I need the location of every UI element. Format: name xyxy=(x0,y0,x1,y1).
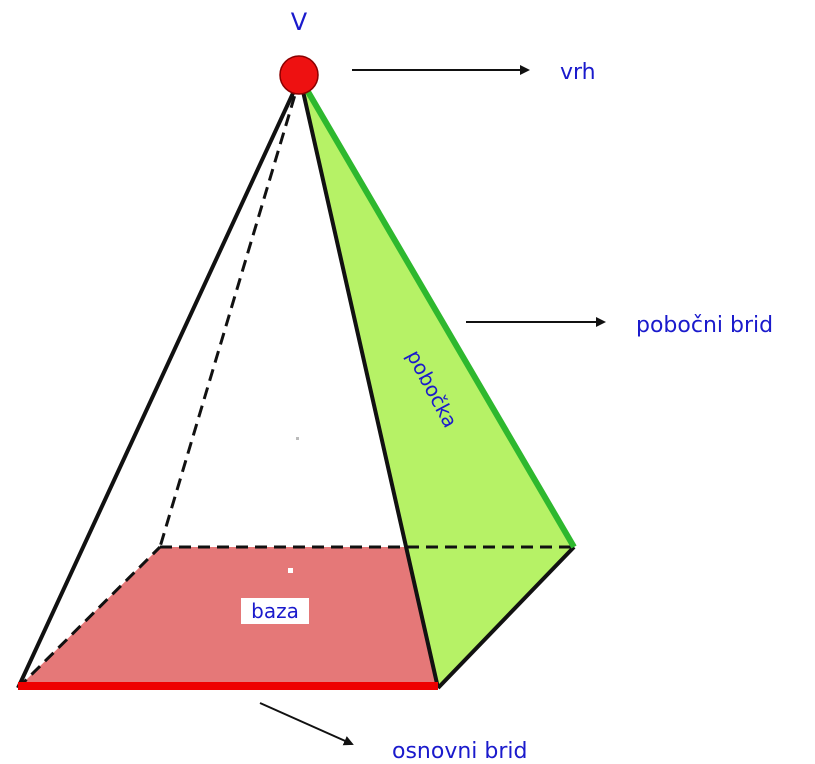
base-face xyxy=(18,547,438,688)
base-edge-label: osnovni brid xyxy=(392,739,527,764)
hidden-edges xyxy=(16,77,574,690)
lateral-edge-highlight xyxy=(297,76,577,549)
vertex-letter: V xyxy=(291,8,308,36)
apex-dot xyxy=(279,55,319,95)
base-label-box xyxy=(241,598,309,624)
edge-front-right-to-right xyxy=(436,545,576,690)
edge-apex-front-left xyxy=(16,77,302,689)
hidden-edge-left-back xyxy=(16,545,162,690)
hidden-edge-apex-back-left xyxy=(158,77,302,548)
apex-label: vrh xyxy=(560,60,596,85)
visible-edges xyxy=(16,77,576,690)
arrow-base-edge xyxy=(259,702,354,746)
lateral-edge-label: pobočni brid xyxy=(636,313,773,338)
lateral-face xyxy=(300,78,574,688)
base-center-mark xyxy=(288,568,293,573)
base-label: baza xyxy=(251,599,299,623)
edge-apex-front-right xyxy=(298,77,440,689)
center-mark xyxy=(296,437,299,440)
